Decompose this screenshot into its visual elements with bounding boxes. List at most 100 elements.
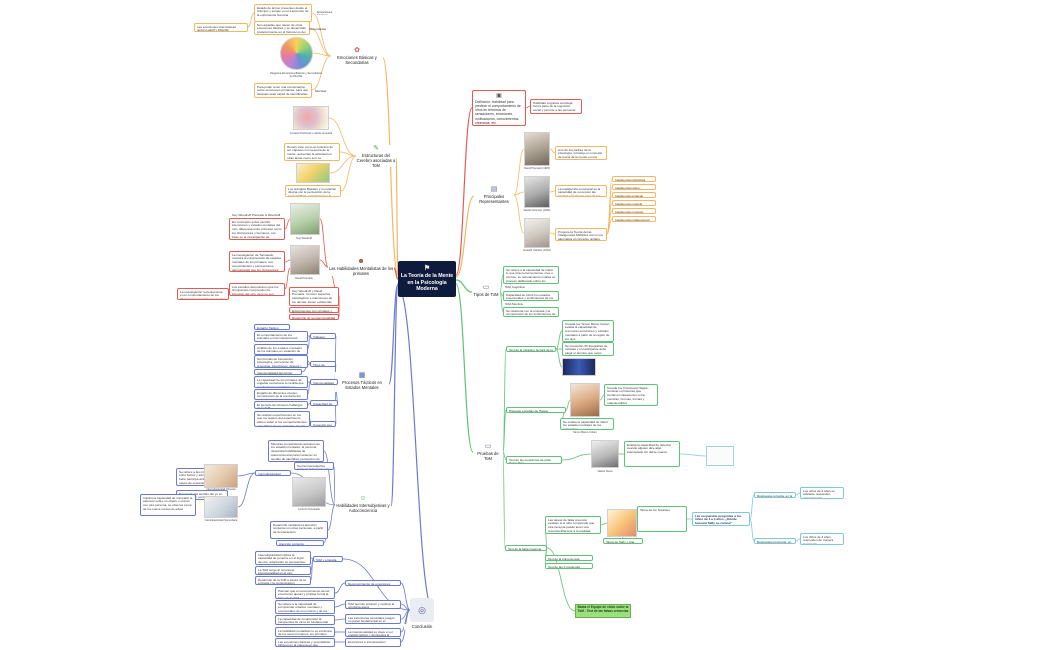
node[interactable]: Inteligencia lógico-matemática [612,184,656,190]
branch-principales[interactable]: ▤ Principales Representantes [474,186,514,204]
node[interactable]: Uno de los padres de la psicología, intr… [555,146,607,160]
node[interactable]: Los Ganglios Basales y su relación direc… [285,185,341,197]
node[interactable]: Capacidad de inferir los estados emocion… [503,291,559,301]
node-label[interactable]: Mezclas [315,88,327,93]
node[interactable]: Tarea de Sally y Ana [603,538,643,544]
node[interactable]: Habilidad cognitiva compleja; forma part… [530,99,582,114]
branch-conclusion[interactable]: Conclusión [404,624,440,630]
node[interactable]: Inteligencia lingüística [612,176,656,182]
node[interactable]: Estado de ánimo presentes desde el princ… [254,4,312,22]
branch-tipos[interactable]: ▭ Tipos de ToM [472,284,500,300]
node[interactable]: Se refiere a la capacidad de comprender … [275,600,335,614]
node[interactable]: Respuesta correcta: en la cesta [754,492,796,498]
node[interactable]: Test de las 2 preguntas [545,563,593,569]
node[interactable]: Son formas de interacción psicológica, p… [254,355,308,368]
node[interactable]: Inteligencia espacial [612,192,656,198]
node[interactable]: Desarrollo mediante la atención conjunta… [270,521,328,539]
node[interactable]: Piensan que el reconocimiento de las emo… [275,587,335,599]
node-label[interactable]: Secundarias [309,26,327,31]
conclusion-icon-box[interactable]: ◎ [410,598,434,622]
node[interactable]: La habilidad mentalista no es exclusiva … [275,627,335,637]
node[interactable]: Intencionalidad del primer orden [254,369,302,375]
node[interactable]: La investigación de Tomasello, muestra l… [229,251,285,272]
node[interactable]: Test de las meteduras de pata (Faux Pas) [506,456,562,464]
node[interactable]: Test de la falsa creencia [505,545,547,551]
node[interactable]: Desarrollo de la intencionalidad [289,314,339,320]
branch-procesos[interactable]: ▦ Procesos Tácticos en Estados Mentales [335,372,389,392]
node[interactable]: Se relaciona con la empatía y la compren… [503,307,559,317]
node[interactable]: Engaño de diferentes niveles: comprensió… [254,389,308,400]
node[interactable]: Las emociones básicas y secundarias infl… [275,638,335,647]
node[interactable]: Inteligencia corporal-kinestésica [612,208,656,214]
node[interactable]: ToM permite predecir y explicar la condu… [345,600,401,609]
node[interactable]: El ejemplo de primeros hallazgos de la T… [254,401,308,409]
node[interactable]: Propone la Teoría de las Inteligencias M… [555,228,607,241]
node[interactable]: Análisis de los estados mentales de los … [254,344,308,355]
node[interactable]: Se realizan experimentos en los que los … [254,411,310,427]
node[interactable]: Desarrollo de la ToM a través de la empa… [255,576,311,585]
node-label[interactable]: ToM Cognitiva [505,284,525,289]
node-label[interactable]: Emociones básicas [317,9,333,15]
node[interactable]: La capacidad de los primates de engañar … [254,376,308,388]
node[interactable]: Guy Woodruff Premack & Woodruff [232,212,281,217]
branch-habilidades[interactable]: ☻ Las Habilidades Mentalistas de los pri… [328,258,394,276]
node[interactable]: La intencionalidad es clave en el engaño… [345,628,401,637]
node[interactable]: Trabajos Etológicos [310,333,336,339]
node[interactable]: La capacidad de comprender la perspectiv… [275,615,335,625]
node[interactable]: Los estudios demostraron que los chimpan… [229,283,285,296]
node[interactable]: Las tareas de falsa creencia evalúan si … [545,516,601,534]
node[interactable]: En conceptos sobre percibir intenciones … [229,218,285,240]
node[interactable]: Los niños de 4 años en adelante responde… [800,487,844,499]
node[interactable]: Se presentan 36 fotografías de miradas y… [562,342,614,356]
branch-autoconciencia[interactable]: ☺ Habilidades Intersubjetivas y Autoconc… [335,495,391,515]
node[interactable]: Conexión con ToM [310,421,336,427]
node[interactable]: Las estructuras cerebrales juegan un pap… [345,614,401,624]
node[interactable]: La ToM surge al reconocer intencionalida… [255,566,311,575]
node[interactable]: Hemos visto como al contrario de ser cap… [284,143,340,161]
node[interactable]: Respuesta incorrecta: en la caja [754,538,796,544]
branch-definicion[interactable]: ▣ Definición: Habilidad para predecir el… [472,90,526,126]
node[interactable]: El comportamiento de los animales en las… [254,331,308,342]
node[interactable]: Tipos de Intencionalidad [310,361,336,367]
node[interactable]: Para poder tener una conversación sobre … [254,83,312,98]
node[interactable]: Capacidad de atribuir estados mentales [310,400,338,406]
node[interactable]: Atención conjunta [276,540,324,546]
node[interactable]: Evalúa la capacidad de detectar cuando a… [624,441,680,467]
node-question[interactable]: Las respuestas preguntas a los niños de … [692,512,750,526]
node[interactable]: Intersubjetividad primaria y secundaria [255,470,291,476]
node[interactable]: Test de la primera cara [545,555,593,561]
node[interactable]: Reconocimiento de emociones [345,580,401,586]
node[interactable]: Engaño Táctico [254,324,290,330]
video-link-box[interactable]: Basta el Equipo de video sobre la ToM - … [575,604,631,618]
node[interactable]: Emociones e interpretación [345,638,401,647]
node[interactable]: Historias extrañas de Happé [506,407,566,413]
node[interactable]: ToM y empatía [313,556,343,562]
node[interactable]: Teoría Intersubjetiva sobre la Autoconci… [294,462,334,470]
branch-pruebas[interactable]: ▭ Pruebas de ToM [473,443,503,461]
node[interactable]: Guy Woodruff y David Premack, conocer as… [289,287,339,306]
node[interactable]: Implica la capacidad de compartir la ate… [140,494,196,516]
node[interactable]: Los niños de 3 años responden de manera … [800,533,844,545]
node-label[interactable]: ToM Afectiva [505,301,523,306]
baron-cohen-photo [570,383,600,417]
node[interactable]: Tarea de los Smarties [637,506,687,532]
node[interactable]: Inteligencia musical [612,200,656,206]
node[interactable]: Creada por Simon Baron-Cohen, evalúa la … [562,320,614,342]
central-topic[interactable]: ⚑ La Teoría de la Mente en la Psicología… [398,261,456,297]
node[interactable]: Se refiere a la capacidad de inferir lo … [503,266,559,284]
node[interactable]: Experimentos con primates y niños [289,307,339,313]
node[interactable]: Inteligencia intrapersonal [612,216,656,222]
branch-emociones[interactable]: ✿ Emociones Básicas y Secundarias [331,47,383,65]
node[interactable]: La investigación recientemente en el com… [177,288,229,300]
node[interactable]: Mientras compartiendo acciones de los es… [268,440,324,462]
node[interactable]: Se evalúa la capacidad de inferir los es… [560,418,614,430]
node[interactable]: Test de la mirada o lectura de la mente … [506,346,556,352]
connector-line [400,603,411,611]
node[interactable]: Intencionalidad de segundo orden [310,379,338,385]
node[interactable]: Creada por Francesca Happé, consiste en … [604,384,658,406]
branch-cerebro[interactable]: ✎ Estructuras del Cerebro asociadas a To… [356,145,396,168]
node[interactable]: Son aquellas que nacen de otras emocione… [254,21,310,35]
node[interactable]: La inteligencia emocional es la capacida… [555,185,607,197]
node[interactable]: Intersubjetividad implica la capacidad d… [255,551,311,565]
node[interactable]: Las emociones más básicas según Lakoff y… [194,23,248,32]
